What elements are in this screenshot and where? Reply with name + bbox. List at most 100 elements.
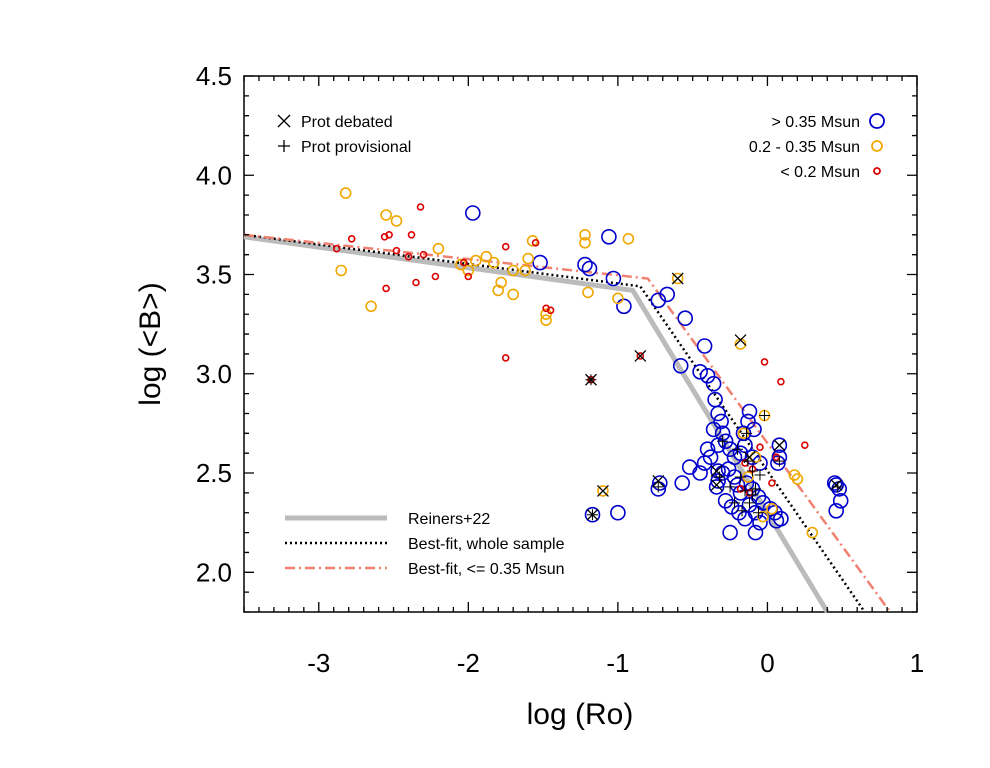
point-high [705,375,722,392]
point-low [501,354,510,362]
provisional-marker [586,509,598,521]
point-high [710,463,726,479]
point-mid [597,485,609,497]
legend-mass-label: > 0.35 Msun [772,114,861,131]
point-high [581,260,598,277]
point-high [702,449,719,466]
point-mid [522,252,535,265]
provisional-marker [758,409,770,421]
point-low [501,242,510,251]
point-mid [487,256,500,269]
provisional-marker [746,489,758,501]
debated-marker [634,349,647,362]
point-mid [507,288,520,301]
point-high [741,403,758,420]
point-mid [519,264,532,277]
x-tick-label: 0 [760,648,774,678]
point-high [720,461,737,477]
point-mid [462,264,475,277]
provisional-marker [752,507,764,519]
point-mid [791,473,804,485]
debated-marker [671,272,684,285]
point-mid [495,276,508,289]
point-low [404,252,413,261]
point-mid [612,292,624,305]
point-high [677,310,694,327]
legend-marker-symbol [278,140,290,152]
point-high [651,475,668,491]
provisional-marker [742,455,754,467]
debated-marker [734,334,747,346]
point-mid [492,284,505,297]
point-low [800,441,809,450]
provisional-marker [724,481,736,493]
point-high [705,421,722,438]
provisional-marker [732,443,744,455]
point-high [464,205,481,221]
y-tick-label: 4.5 [196,61,232,91]
provisional-marker [832,481,844,493]
provisional-marker [741,427,753,439]
point-high [674,475,691,491]
point-low [459,258,468,267]
point-high [610,504,626,521]
x-tick-label: -1 [606,648,629,678]
point-high [722,524,738,541]
point-high [708,479,725,495]
point-low [736,485,745,493]
point-mid [806,526,819,539]
debated-marker [596,484,609,497]
provisional-marker [729,497,741,509]
point-high [771,437,788,454]
legend-mass-label: 0.2 - 0.35 Msun [749,139,860,156]
point-high [731,504,747,521]
point-high [692,363,708,380]
point-high [832,492,849,509]
provisional-marker [652,481,664,493]
point-low [777,377,785,386]
point-mid [766,502,778,515]
x-tick-label: 1 [910,648,924,678]
debated-marker [652,475,665,487]
point-mid [380,209,392,221]
tick-marks [243,75,918,613]
mass-legend: > 0.35 Msun 0.2 - 0.35 Msun < 0.2 Msun [749,113,885,181]
point-low [464,272,473,281]
x-tick-label: -3 [307,648,330,678]
fit-lines [243,233,892,614]
provisional-marker [773,455,785,467]
point-high [672,357,689,374]
point-mid [582,286,594,299]
point-low [382,284,390,293]
legend-marker-symbol [277,114,291,128]
point-high [710,473,726,489]
point-low [392,246,401,255]
y-tick-label: 3.5 [196,260,232,290]
point-low [431,272,440,281]
legend-fit-label: Best-fit, whole sample [408,536,565,553]
point-high [577,256,593,273]
legend-fit-label: Best-fit, <= 0.35 Msun [408,561,565,578]
point-high [696,338,713,354]
legend-fit-label: Reiners+22 [408,511,490,528]
provisional-marker [739,485,751,497]
debated-marker [830,478,843,491]
point-mid [749,451,762,464]
legend-mass-symbol [873,167,881,175]
legend-mass-label: < 0.2 Msun [780,164,860,181]
point-mid [480,250,493,263]
y-axis-label: log (<B>) [134,282,167,405]
point-high [738,475,755,491]
point-mid [579,237,591,249]
point-mid [469,254,482,267]
point-low [412,278,420,287]
point-low [546,306,555,315]
point-mid [540,314,552,327]
point-high [584,506,601,523]
point-low [385,231,393,239]
point-mid [432,242,445,255]
point-high [710,405,726,422]
y-tick-label: 2.0 [196,557,232,587]
